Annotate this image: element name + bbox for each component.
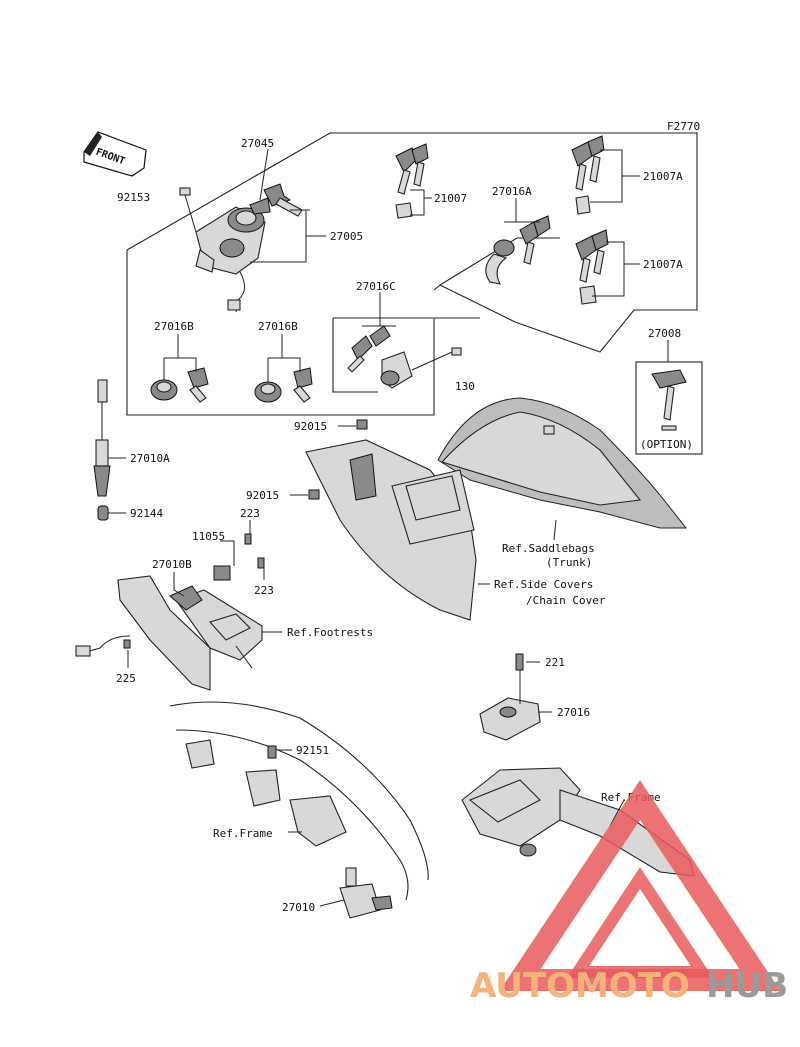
bolt-223-top: [244, 533, 252, 545]
watermark-text-part1: AUTOMOTO: [470, 966, 690, 1006]
lock-27016A: [485, 215, 551, 285]
leader-lines: [108, 148, 669, 907]
ref-saddlebags: Ref.Saddlebags: [502, 542, 595, 555]
lock-27016B-left: [150, 367, 209, 403]
bolt-130: [411, 347, 462, 371]
lock-27016B-right: [254, 367, 313, 403]
clip-92015-top: [356, 419, 368, 430]
label-27010B: 27010B: [152, 558, 192, 571]
footrest-bracket: [75, 565, 263, 691]
diagram-code: F2770: [667, 120, 700, 133]
key-set-21007A-bottom: [575, 229, 609, 305]
label-225: 225: [116, 672, 136, 685]
label-21007A-bottom: 21007A: [643, 258, 683, 271]
ref-chain-cover: /Chain Cover: [526, 594, 606, 607]
label-221: 221: [545, 656, 565, 669]
ref-side-covers: Ref.Side Covers: [494, 578, 593, 591]
label-option: (OPTION): [640, 438, 693, 451]
label-92015-top: 92015: [294, 420, 327, 433]
label-27008: 27008: [648, 327, 681, 340]
label-92015-bottom: 92015: [246, 489, 279, 502]
saddlebag-shell: [437, 397, 688, 529]
ref-footrests: Ref.Footrests: [287, 626, 373, 639]
label-27005: 27005: [330, 230, 363, 243]
label-27016A: 27016A: [492, 185, 532, 198]
spring-92144: [97, 505, 109, 521]
label-27016B-left: 27016B: [154, 320, 194, 333]
label-27010: 27010: [282, 901, 315, 914]
label-21007A-top: 21007A: [643, 170, 683, 183]
front-arrow-icon: FRONT: [83, 131, 147, 177]
bolt-221: [515, 653, 524, 671]
bolt-92153: [179, 187, 197, 233]
lock-27016C: [347, 325, 413, 389]
option-key-box: [635, 361, 703, 455]
label-11055: 11055: [192, 530, 225, 543]
switch-27010: [339, 867, 393, 919]
switch-27010A: [93, 379, 111, 497]
label-92151: 92151: [296, 744, 329, 757]
watermark-text-part2: HUB: [706, 966, 788, 1006]
bolt-223-bottom: [257, 557, 265, 569]
label-27010A: 27010A: [130, 452, 170, 465]
clip-92015-bottom: [308, 489, 320, 500]
label-130: 130: [455, 380, 475, 393]
key-set-21007: [395, 143, 429, 219]
label-92144: 92144: [130, 507, 163, 520]
watermark-logo: AUTOMOTO HUB: [470, 780, 788, 1006]
assembly-outline: [126, 132, 698, 416]
label-27016B-right: 27016B: [258, 320, 298, 333]
ignition-switch-assembly: [195, 183, 303, 313]
label-27016: 27016: [557, 706, 590, 719]
frame-left-lower: [169, 701, 429, 901]
label-27045: 27045: [241, 137, 274, 150]
label-27016C: 27016C: [356, 280, 396, 293]
side-cover: [305, 439, 477, 621]
label-21007: 21007: [434, 192, 467, 205]
ref-saddlebags-trunk: (Trunk): [546, 556, 592, 569]
key-set-21007A-top: [571, 135, 605, 215]
label-223-top: 223: [240, 507, 260, 520]
part-labels: 27045 92153 27005 21007 27016A 21007A 21…: [116, 137, 693, 914]
label-223-bottom: 223: [254, 584, 274, 597]
label-92153: 92153: [117, 191, 150, 204]
ref-frame-left: Ref.Frame: [213, 827, 273, 840]
lock-bracket-27016: [479, 697, 541, 741]
